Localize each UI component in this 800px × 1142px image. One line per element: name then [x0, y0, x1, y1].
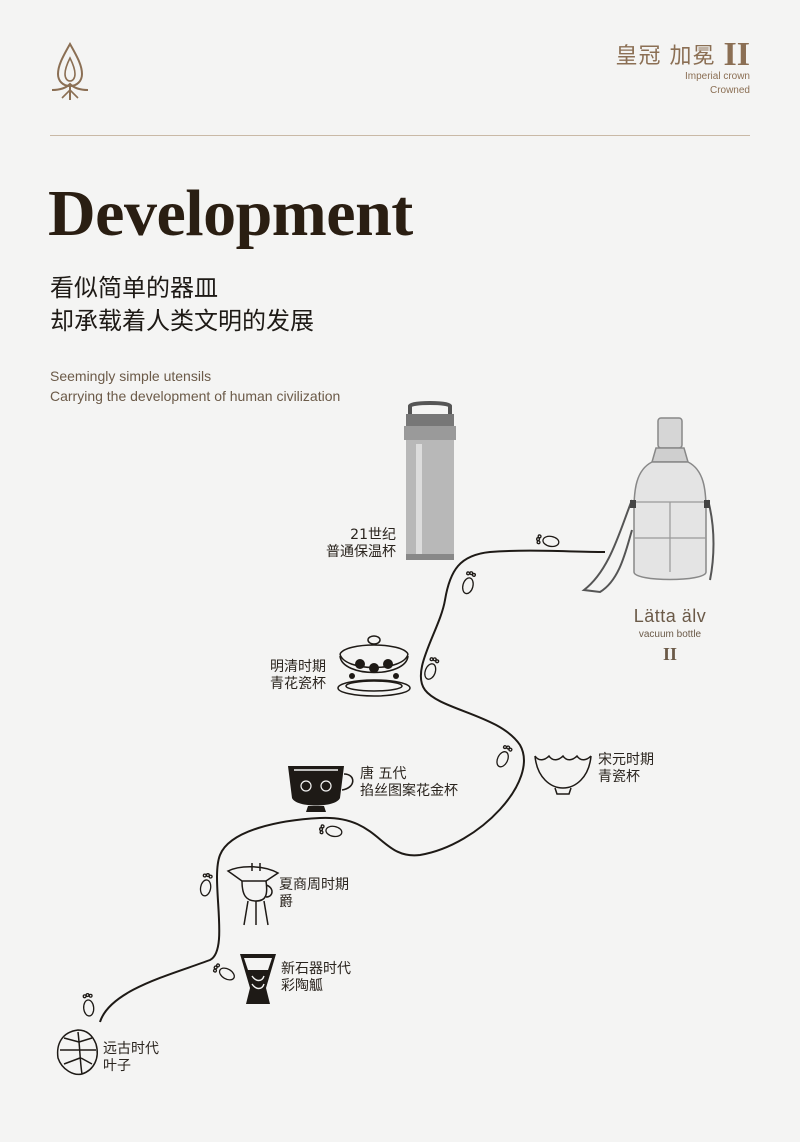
brand-title: 皇冠 加冕 [615, 44, 716, 69]
era-tang-period: 唐 五代 [360, 766, 407, 782]
intro-english: Seemingly simple utensils Carrying the d… [50, 366, 340, 406]
era-neolithic-period: 新石器时代 [281, 961, 351, 977]
intro-en-line-2: Carrying the development of human civili… [50, 388, 341, 404]
era-song-yuan-label: 宋元时期 青瓷杯 [598, 752, 654, 786]
flame-leaf-icon [51, 41, 89, 100]
intro-cn-line-1: 看似简单的器皿 [50, 274, 218, 302]
era-song-yuan-item: 青瓷杯 [598, 769, 640, 785]
footprint-icon [212, 963, 235, 981]
brand-subtitle-2: Crowned [709, 85, 750, 96]
footprint-icon [199, 873, 213, 897]
era-ming-qing-period: 明清时期 [270, 659, 326, 675]
blue-white-porcelain-cup-icon [337, 635, 411, 697]
header-divider [50, 135, 750, 136]
era-tang-item: 掐丝图案花金杯 [360, 783, 458, 799]
era-xia-shang-zhou-period: 夏商周时期 [279, 877, 349, 893]
era-21st-century-item: 普通保温杯 [326, 544, 396, 560]
era-21st-century-label: 21世纪 普通保温杯 [306, 527, 396, 561]
era-ancient-item: 叶子 [103, 1058, 131, 1074]
era-ming-qing-label: 明清时期 青花瓷杯 [256, 659, 326, 693]
intro-en-line-1: Seemingly simple utensils [50, 368, 212, 384]
era-ming-qing-item: 青花瓷杯 [270, 676, 326, 692]
brand-block: 皇冠 加冕 II Imperial crown Crowned [616, 38, 750, 98]
thermos-bottle-icon [404, 401, 456, 560]
era-song-yuan-period: 宋元时期 [598, 752, 654, 768]
footprint-icon [496, 745, 513, 768]
product-subtitle: vacuum bottle [638, 629, 702, 640]
painted-pottery-cup-icon [240, 954, 276, 1004]
brand-numeral: II [723, 36, 750, 73]
footprint-icon [462, 571, 476, 595]
era-tang-label: 唐 五代 掐丝图案花金杯 [360, 766, 458, 800]
brand-logo [48, 40, 92, 104]
era-neolithic-label: 新石器时代 彩陶觚 [281, 961, 351, 995]
product-name: Lätta älv [633, 606, 707, 626]
era-neolithic-item: 彩陶觚 [281, 978, 323, 994]
vacuum-bottle-with-strap-icon [581, 417, 715, 594]
brand-subtitle-1: Imperial crown [684, 71, 750, 82]
intro-chinese: 看似简单的器皿 却承载着人类文明的发展 [50, 272, 314, 338]
footprint-icon [319, 824, 343, 838]
footprint-icon [82, 992, 95, 1017]
monstera-leaf-icon [56, 1029, 98, 1076]
intro-cn-line-2: 却承载着人类文明的发展 [50, 307, 314, 335]
footprint-icon [536, 534, 560, 548]
page-headline: Development [48, 177, 413, 250]
product-numeral: II [662, 644, 677, 664]
celadon-lotus-cup-icon [534, 754, 592, 795]
product-block: Lätta älv vacuum bottle II [610, 606, 730, 665]
era-21st-century-period: 21世纪 [350, 527, 396, 543]
era-ancient-period: 远古时代 [103, 1041, 159, 1057]
era-xia-shang-zhou-item: 爵 [279, 894, 293, 910]
era-xia-shang-zhou-label: 夏商周时期 爵 [279, 877, 349, 911]
bronze-jue-vessel-icon [226, 863, 280, 926]
gold-filigree-cup-icon [288, 766, 354, 812]
era-ancient-label: 远古时代 叶子 [103, 1041, 159, 1075]
footprint-icon [424, 657, 440, 680]
timeline-path [99, 549, 606, 1023]
